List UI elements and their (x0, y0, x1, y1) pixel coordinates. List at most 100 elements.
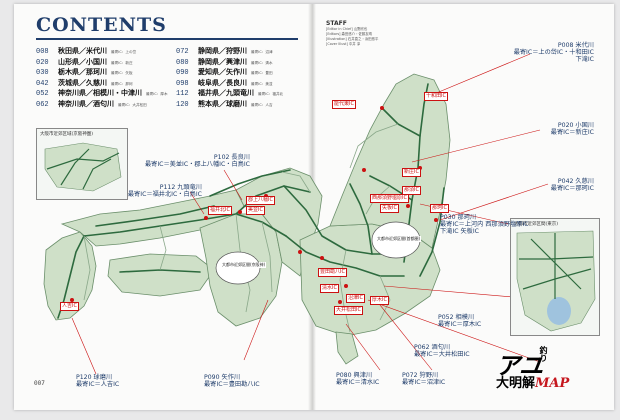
toc-page: 098 (176, 79, 189, 88)
callout-ic: 最寄IC＝上河内 西那須野塩原IC (440, 221, 529, 228)
callout-ic: 最寄IC＝沼津IC (402, 379, 446, 386)
staff-line: [Editors] 森田悠介・佐藤友晴 (326, 32, 373, 36)
expressway-hokuriku (209, 169, 291, 197)
inset-osaka-title: 大阪市近郊区域(京阪神圏) (40, 132, 94, 137)
inset-tokyo: 大都市近郊区間(東京) (510, 218, 600, 336)
toc-pref: 山形県／小国川 (58, 57, 107, 66)
ic-label: 新庄IC (402, 168, 421, 177)
callout-title: P102 長良川 (213, 154, 250, 161)
callout-p020[interactable]: P020 小国川 最寄IC＝新庄IC (551, 122, 594, 136)
toc-sub: 最寄IC：厚木 (146, 92, 168, 96)
callout-p120[interactable]: P120 球磨川 最寄IC＝人吉IC (76, 374, 119, 388)
callout-ic: 最寄IC＝厚木IC (438, 321, 482, 328)
ic-label: 那珂IC (430, 204, 449, 213)
callout-ic-extra: 下滝IC 矢板IC (440, 228, 480, 235)
land-izu (335, 331, 359, 365)
ic-label: 十和田IC (424, 92, 448, 101)
callout-p030[interactable]: P030 那珂川 最寄IC＝上河内 西那須野塩原IC 下滝IC 矢板IC (440, 214, 529, 235)
toc-pref: 茨城県／久慈川 (58, 78, 107, 87)
toc-page: 090 (176, 69, 189, 77)
toc-page: 020 (36, 58, 49, 67)
ic-label: 能代東IC (332, 100, 356, 109)
ic-label: 美並IC (246, 206, 265, 215)
toc-sub: 最寄IC：美並 (251, 81, 273, 86)
toc-entry[interactable]: 098 岐阜県／長良川最寄IC：美並 (176, 78, 283, 89)
toc-page: 008 (36, 48, 49, 56)
ayu-map-logo: アユ 釣り 大明解MAP (496, 346, 569, 391)
callout-p090[interactable]: P090 矢作川 最寄IC＝豊田勘八IC (204, 374, 260, 388)
callout-p080[interactable]: P080 興津川 最寄IC＝清水IC (336, 372, 379, 386)
title-rule (36, 38, 298, 40)
ic-label: 沼津IC (346, 294, 365, 303)
toc-sub: 最寄IC：人吉 (251, 102, 273, 107)
landmass (43, 73, 451, 365)
callout-ic: 最寄IC＝美並IC・郡上八幡IC・白鳥IC (144, 161, 250, 168)
logo-tsuri: 釣り (539, 346, 548, 362)
ic-label: 清水IC (320, 284, 339, 293)
callout-p102[interactable]: P102 長良川 最寄IC＝美並IC・郡上八幡IC・白鳥IC (145, 154, 250, 168)
toc-pref: 福井県／九頭竜川 (198, 89, 254, 97)
logo-map: MAP (535, 376, 570, 391)
toc-pref: 神奈川県／相模川・中津川 (58, 89, 142, 97)
ic-label: 豊田勘八IC (318, 268, 347, 277)
ic-label: 西那須野塩原IC (370, 194, 409, 203)
callout-title: P052 相模川 (438, 314, 475, 321)
toc-pref: 静岡県／興津川 (198, 57, 247, 66)
toc-sub: 最寄IC：新庄 (111, 60, 133, 65)
callout-ic-extra: 下滝IC (575, 56, 594, 63)
toc-entry[interactable]: 020 山形県／小国川最寄IC：新庄 (36, 57, 168, 68)
callout-ic: 最寄IC＝大井松田IC (414, 351, 470, 358)
callout-p112[interactable]: P112 九頭竜川 最寄IC＝福井北IC・白鳥IC (128, 184, 202, 198)
callout-ic: 最寄IC＝福井北IC・白鳥IC (127, 191, 202, 198)
contents-title: CONTENTS (36, 14, 167, 36)
toc-page: 042 (36, 79, 49, 88)
leader-lines (71, 53, 549, 375)
toc-pref: 秋田県／米代川 (58, 47, 107, 55)
callout-p042[interactable]: P042 久慈川 最寄IC＝那珂IC (551, 178, 594, 192)
callout-title: P090 矢作川 (204, 374, 241, 381)
inset-tokyo-map (516, 230, 596, 332)
toc-pref: 栃木県／那珂川 (58, 68, 107, 76)
toc-pref: 熊本県／球磨川 (198, 99, 247, 108)
ic-label: 那須IC (402, 186, 421, 195)
staff-line: [Editor in Chief] 山野欣也 (326, 27, 368, 31)
expressway-meishin (235, 185, 311, 215)
toc-pref: 神奈川県／酒匂川 (58, 99, 114, 108)
callout-title: P020 小国川 (557, 122, 594, 129)
callout-ic: 最寄IC＝新庄IC (550, 129, 594, 136)
callout-title: P042 久慈川 (557, 178, 594, 185)
toc-page: 030 (36, 69, 49, 77)
toc-entry[interactable]: 120 熊本県／球磨川最寄IC：人吉 (176, 99, 283, 110)
page-number: 007 (34, 380, 45, 387)
callout-p062[interactable]: P062 酒匂川 最寄IC＝大井松田IC (414, 344, 470, 358)
callout-ic: 最寄IC＝清水IC (336, 379, 380, 386)
callout-p072[interactable]: P072 狩野川 最寄IC＝沼津IC (402, 372, 445, 386)
ic-label: 人吉IC (60, 302, 79, 311)
expressway-kanetsu (349, 183, 373, 255)
toc-page: 120 (176, 100, 189, 109)
staff-line: [Illustration] 石井直之・浜田悠平 (326, 37, 379, 41)
callout-p052[interactable]: P052 相模川 最寄IC＝厚木IC (438, 314, 481, 328)
callout-title: P112 九頭竜川 (159, 184, 202, 191)
toc-pref: 岐阜県／長良川 (198, 78, 247, 87)
callout-title: P030 那珂川 (440, 214, 477, 221)
callout-title: P080 興津川 (336, 372, 373, 379)
toc-sub: 最寄IC：沼津 (251, 50, 273, 54)
callout-p008[interactable]: P008 米代川 最寄IC＝上の岱IC・十和田IC 下滝IC (514, 42, 594, 63)
toc-sub: 最寄IC：上の岱 (111, 50, 137, 54)
urban-caption-east: 大都市近郊区間(首都圏) (376, 236, 422, 242)
ic-label: 矢板IC (380, 204, 399, 213)
toc-entry[interactable]: 008 秋田県／米代川最寄IC：上の岱 (36, 46, 168, 57)
toc-left-column: 008 秋田県／米代川最寄IC：上の岱 020 山形県／小国川最寄IC：新庄 030… (36, 46, 168, 109)
inset-tokyo-title: 大都市近郊区間(東京) (514, 222, 559, 227)
staff-heading: STAFF (326, 20, 347, 27)
